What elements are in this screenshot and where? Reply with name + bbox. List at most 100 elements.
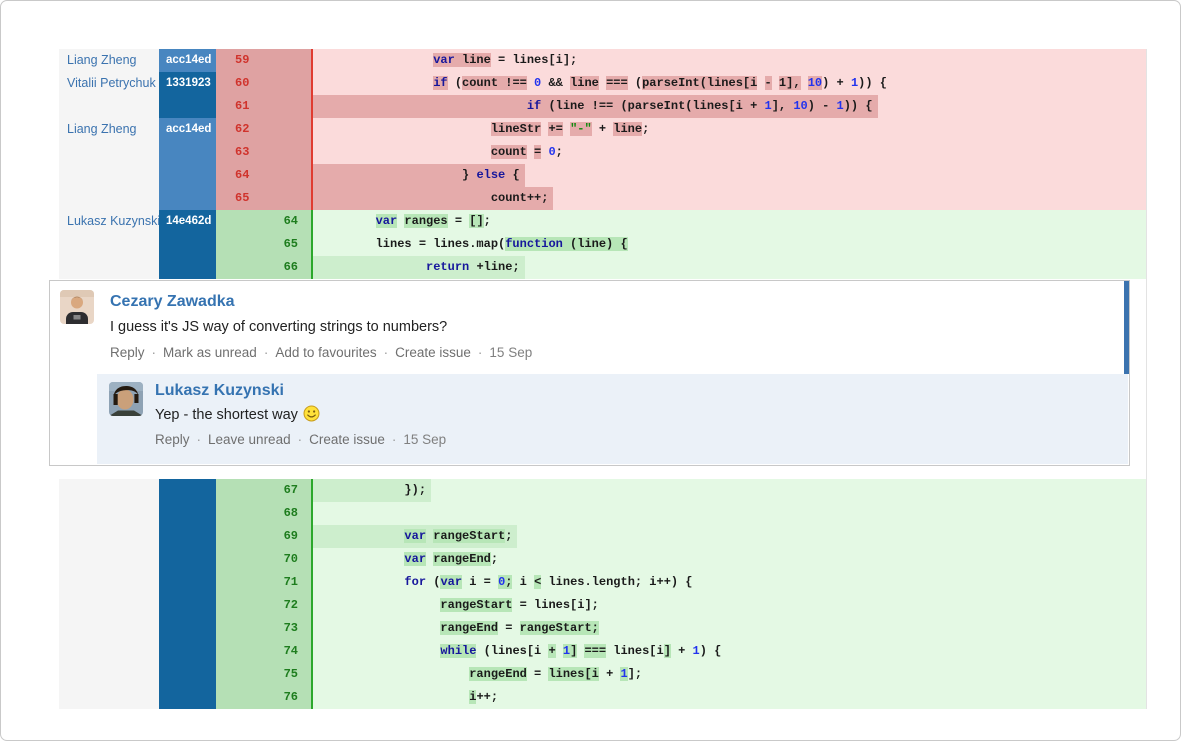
diff-row: 61 if (line !== (parseInt(lines[i + 1], … (59, 95, 1146, 118)
code-token (527, 76, 534, 90)
code-line[interactable]: } else { (311, 164, 1146, 187)
line-number[interactable]: 59 (216, 49, 311, 72)
comment-action-mark-as-unread[interactable]: Mark as unread (163, 345, 257, 360)
code-token-num: 1 (692, 644, 700, 658)
commit-hash (159, 663, 216, 686)
line-number[interactable]: 69 (216, 525, 311, 548)
code-line[interactable]: count = 0; (311, 141, 1146, 164)
commit-hash[interactable]: acc14ed (159, 49, 216, 72)
diff-row: 68 (59, 502, 1146, 525)
commit-hash[interactable]: acc14ed (159, 118, 216, 141)
code-token: ; (490, 552, 499, 566)
comment-action-create-issue[interactable]: Create issue (395, 345, 471, 360)
blame-author (59, 525, 159, 548)
comment-action-create-issue[interactable]: Create issue (309, 432, 385, 447)
code-token: lines.length; i++) { (541, 575, 693, 589)
code-line[interactable]: var rangeStart; (311, 525, 1146, 548)
blame-author (59, 187, 159, 210)
line-number[interactable]: 64 (216, 210, 311, 233)
code-token: ( (627, 76, 643, 90)
code-token-kw: var (404, 529, 427, 543)
commit-hash[interactable]: 14e462d (159, 210, 216, 233)
line-number[interactable]: 68 (216, 502, 311, 525)
line-number[interactable]: 72 (216, 594, 311, 617)
code-line-content: i++; (313, 686, 498, 709)
line-number[interactable]: 65 (216, 187, 311, 210)
code-token: ; (505, 529, 513, 543)
code-line[interactable]: var ranges = []; (311, 210, 1146, 233)
comment-action-reply[interactable]: Reply (110, 345, 145, 360)
code-token (318, 644, 440, 658)
code-line[interactable]: return +line; (311, 256, 1146, 279)
commit-hash (159, 594, 216, 617)
comment-author-link[interactable]: Lukasz Kuzynski (155, 382, 284, 399)
code-token: ranges (404, 214, 448, 228)
code-token: )) { (858, 76, 887, 90)
line-number[interactable]: 70 (216, 548, 311, 571)
dot-separator: · (477, 345, 483, 360)
code-token-kw: var (404, 552, 427, 566)
commit-hash (159, 95, 216, 118)
comment-date: 15 Sep (489, 345, 533, 360)
commit-hash (159, 141, 216, 164)
blame-author[interactable]: Liang Zheng (59, 118, 159, 141)
line-number[interactable]: 76 (216, 686, 311, 709)
line-number[interactable]: 74 (216, 640, 311, 663)
line-number[interactable]: 67 (216, 479, 311, 502)
code-token-kw: var (433, 53, 455, 67)
line-number[interactable]: 66 (216, 256, 311, 279)
line-number[interactable]: 64 (216, 164, 311, 187)
avatar (109, 382, 143, 416)
dot-separator: · (297, 432, 303, 447)
code-line[interactable]: rangeStart = lines[i]; (311, 594, 1146, 617)
line-number[interactable]: 63 (216, 141, 311, 164)
code-token-num: 0 (534, 76, 542, 90)
code-token: rangeEnd (440, 621, 499, 635)
blame-author[interactable]: Lukasz Kuzynski (59, 210, 159, 233)
code-token (318, 76, 433, 90)
comment-action-leave-unread[interactable]: Leave unread (208, 432, 291, 447)
code-line[interactable]: if (count !== 0 && line === (parseInt(li… (311, 72, 1146, 95)
code-line-content: rangeStart = lines[i]; (313, 594, 599, 617)
line-number[interactable]: 60 (216, 72, 311, 95)
line-number[interactable]: 75 (216, 663, 311, 686)
comment-author-link[interactable]: Cezary Zawadka (110, 293, 235, 310)
code-line[interactable]: while (lines[i + 1] === lines[i] + 1) { (311, 640, 1146, 663)
comment-action-reply[interactable]: Reply (155, 432, 190, 447)
code-line[interactable]: var line = lines[i]; (311, 49, 1146, 72)
blame-author[interactable]: Vitalii Petrychuk (59, 72, 159, 95)
code-token: + (598, 667, 621, 681)
line-number[interactable]: 73 (216, 617, 311, 640)
code-line[interactable]: lines = lines.map(function (line) { (311, 233, 1146, 256)
commit-hash (159, 571, 216, 594)
blame-author[interactable]: Liang Zheng (59, 49, 159, 72)
diff-row: 65 lines = lines.map(function (line) { (59, 233, 1146, 256)
diff-row: 74 while (lines[i + 1] === lines[i] + 1)… (59, 640, 1146, 663)
code-line[interactable]: rangeEnd = rangeStart; (311, 617, 1146, 640)
code-line[interactable]: i++; (311, 686, 1146, 709)
diff-row: 72 rangeStart = lines[i]; (59, 594, 1146, 617)
line-number[interactable]: 71 (216, 571, 311, 594)
code-line[interactable]: count++; (311, 187, 1146, 210)
comment-text: Yep - the shortest way (155, 405, 320, 424)
code-token-num: 1 (620, 667, 628, 681)
comment-action-add-to-favourites[interactable]: Add to favourites (275, 345, 377, 360)
code-token: count !== (462, 76, 527, 90)
diff-row: 69 var rangeStart; (59, 525, 1146, 548)
commit-hash[interactable]: 1331923 (159, 72, 216, 95)
code-line[interactable]: rangeEnd = lines[i + 1]; (311, 663, 1146, 686)
code-line[interactable]: }); (311, 479, 1146, 502)
code-line[interactable]: var rangeEnd; (311, 548, 1146, 571)
code-token: = (534, 145, 542, 159)
code-token: }); (404, 483, 427, 497)
code-line-content: var ranges = []; (313, 210, 491, 233)
code-line[interactable]: if (line !== (parseInt(lines[i + 1], 10)… (311, 95, 1146, 118)
line-number[interactable]: 65 (216, 233, 311, 256)
code-token: line (613, 122, 643, 136)
line-number[interactable]: 61 (216, 95, 311, 118)
code-token-kw: return (426, 260, 470, 274)
code-line[interactable]: lineStr += "-" + line; (311, 118, 1146, 141)
code-line[interactable] (311, 502, 1146, 525)
line-number[interactable]: 62 (216, 118, 311, 141)
code-line[interactable]: for (var i = 0; i < lines.length; i++) { (311, 571, 1146, 594)
